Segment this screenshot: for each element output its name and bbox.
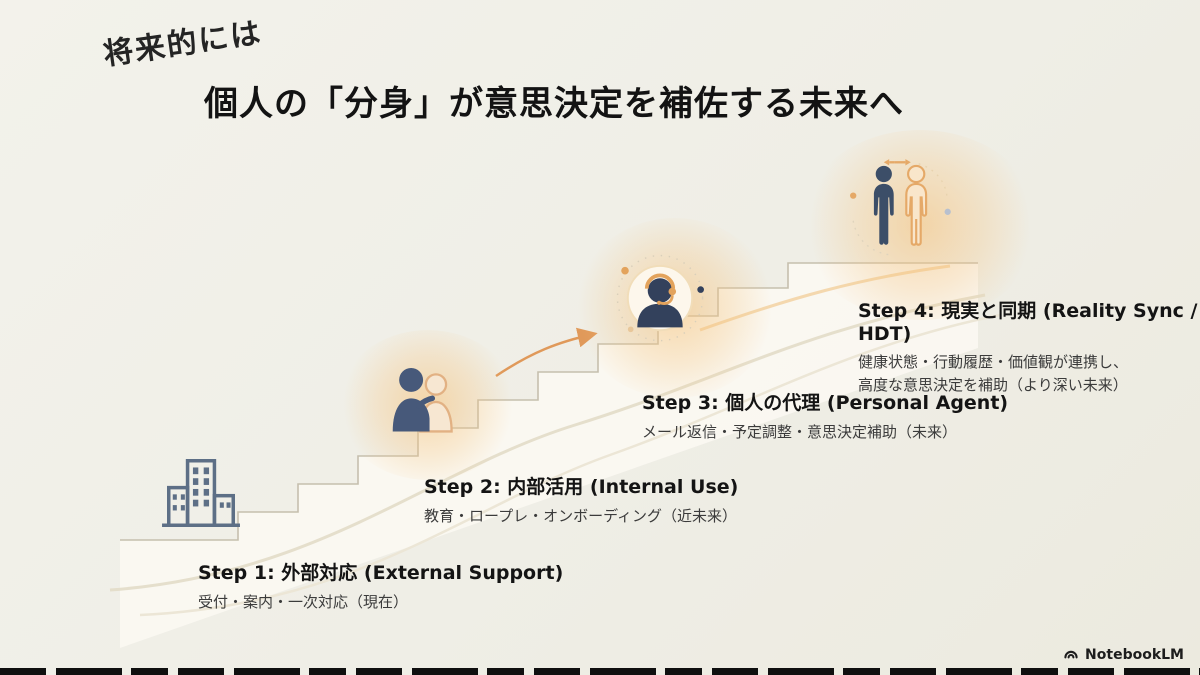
step3-desc: メール返信・予定調整・意思決定補助（未来） — [642, 423, 958, 441]
step4-block: Step 4: 現実と同期 (Reality Sync / HDT) 健康状態・… — [858, 296, 1200, 396]
notebooklm-logo-icon — [1064, 650, 1078, 659]
step3-heading: Step 3: 個人の代理 (Personal Agent) — [642, 392, 1009, 414]
step3-block: Step 3: 個人の代理 (Personal Agent) メール返信・予定調… — [642, 388, 1008, 444]
headset-agent-icon — [608, 248, 712, 356]
step1-desc: 受付・案内・一次対応（現在） — [198, 593, 409, 611]
step1-heading: Step 1: 外部対応 (External Support) — [198, 562, 564, 584]
step2-block: Step 2: 内部活用 (Internal Use) 教育・ロープレ・オンボー… — [424, 472, 738, 528]
mentor-pair-icon — [376, 356, 472, 452]
brand-label: NotebookLM — [1085, 647, 1184, 663]
step2-heading: Step 2: 内部活用 (Internal Use) — [424, 476, 739, 498]
step4-heading: Step 4: 現実と同期 (Reality Sync / HDT) — [858, 300, 1198, 345]
step4-desc: 健康状態・行動履歴・価値観が連携し、 高度な意思決定を補助（より深い未来） — [858, 353, 1129, 394]
page-title: 個人の「分身」が意思決定を補佐する未来へ — [204, 84, 904, 124]
bottom-torn-edge — [0, 668, 1200, 675]
progress-arrow — [495, 327, 598, 378]
step2-desc: 教育・ロープレ・オンボーディング（近未来） — [424, 507, 738, 525]
digital-twin-icon — [846, 156, 954, 268]
step1-block: Step 1: 外部対応 (External Support) 受付・案内・一次… — [198, 558, 563, 614]
brand-watermark: NotebookLM — [1063, 647, 1184, 663]
building-icon — [158, 450, 244, 540]
